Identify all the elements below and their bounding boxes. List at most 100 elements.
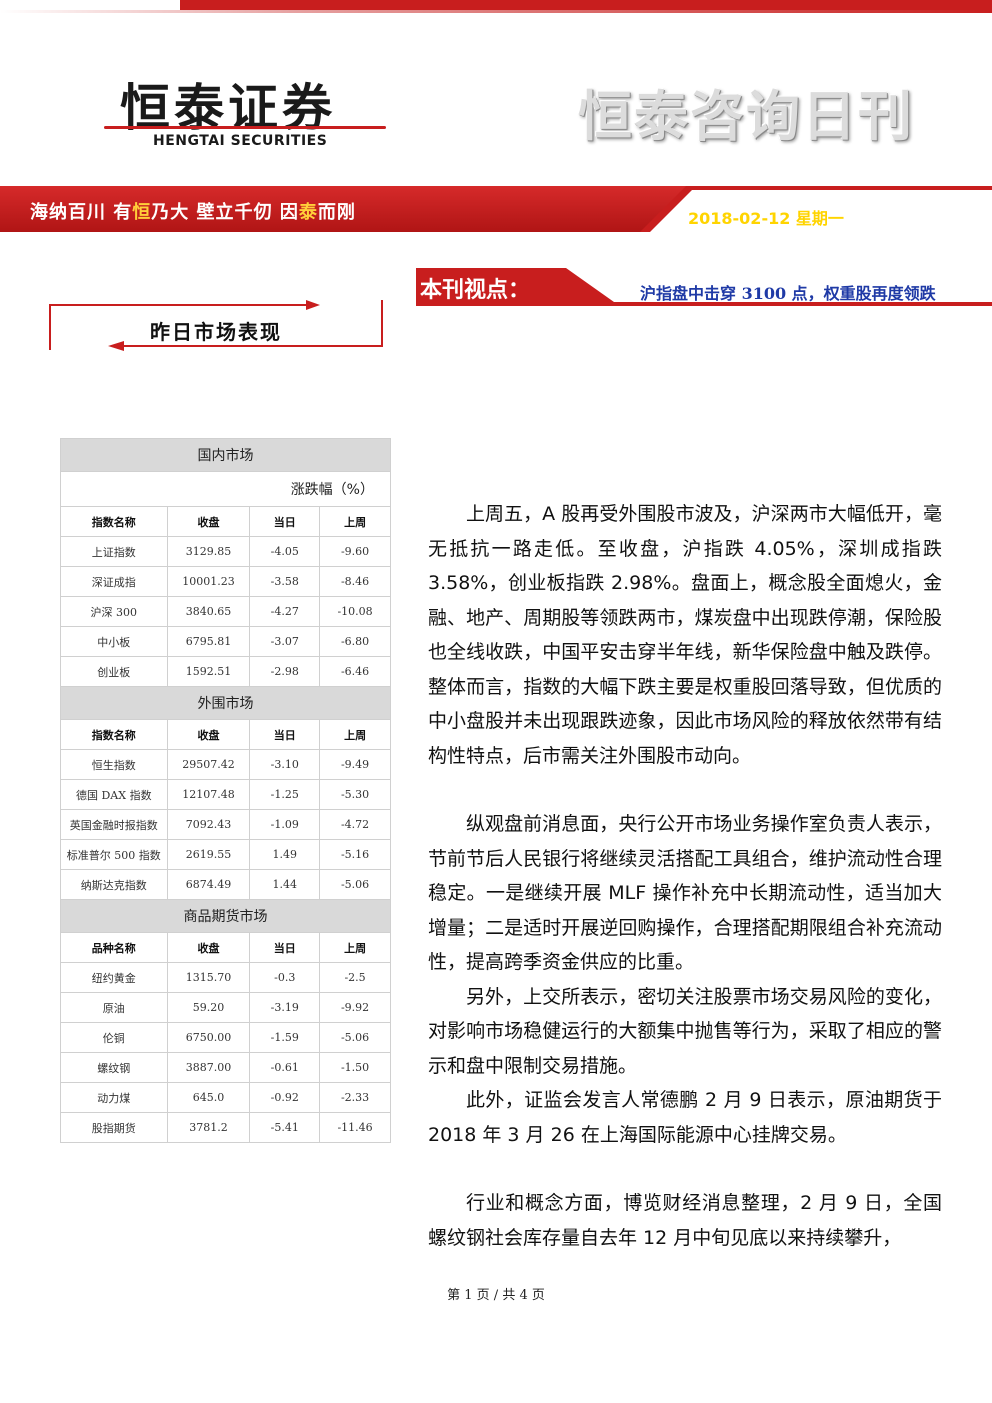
close-value: 1315.70 bbox=[166, 962, 251, 993]
close-value: 645.0 bbox=[166, 1082, 251, 1113]
issue-date: 2018-02-12 星期一 bbox=[688, 209, 844, 228]
index-name: 创业板 bbox=[60, 656, 168, 687]
commodity-name: 动力煤 bbox=[60, 1082, 168, 1113]
week-change: -5.30 bbox=[319, 779, 391, 810]
day-change: -3.07 bbox=[249, 626, 321, 657]
table-row: 德国 DAX 指数 12107.48 -1.25 -5.30 bbox=[60, 779, 391, 810]
commodity-name: 股指期货 bbox=[60, 1112, 168, 1143]
day-change: -4.05 bbox=[249, 536, 321, 567]
table-row: 恒生指数 29507.42 -3.10 -9.49 bbox=[60, 749, 391, 780]
col-header: 指数名称 bbox=[60, 506, 168, 537]
col-header: 收盘 bbox=[166, 506, 251, 537]
week-change: -1.50 bbox=[319, 1052, 391, 1083]
section-title: 昨日市场表现 bbox=[150, 320, 282, 344]
day-change: 1.44 bbox=[249, 869, 321, 900]
viewpoint-headline: 沪指盘中击穿 3100 点，权重股再度领跌 bbox=[640, 284, 936, 303]
week-change: -2.5 bbox=[319, 962, 391, 993]
close-value: 10001.23 bbox=[166, 566, 251, 597]
index-name: 中小板 bbox=[60, 626, 168, 657]
index-name: 深证成指 bbox=[60, 566, 168, 597]
day-change: -3.10 bbox=[249, 749, 321, 780]
close-value: 59.20 bbox=[166, 992, 251, 1023]
paragraph: 另外，上交所表示，密切关注股票市场交易风险的变化，对影响市场稳健运行的大额集中抛… bbox=[428, 985, 942, 1077]
index-name: 恒生指数 bbox=[60, 749, 168, 780]
foreign-market-title: 外围市场 bbox=[60, 686, 391, 720]
futures-market-title: 商品期货市场 bbox=[60, 899, 391, 933]
close-value: 3781.2 bbox=[166, 1112, 251, 1143]
table-row: 股指期货 3781.2 -5.41 -11.46 bbox=[60, 1112, 391, 1143]
close-value: 6750.00 bbox=[166, 1022, 251, 1053]
paragraph: 行业和概念方面，博览财经消息整理，2 月 9 日，全国螺纹钢社会库存量自去年 1… bbox=[428, 1192, 942, 1249]
week-change: -8.46 bbox=[319, 566, 391, 597]
index-name: 德国 DAX 指数 bbox=[60, 779, 168, 810]
close-value: 2619.55 bbox=[166, 839, 251, 870]
commodity-name: 原油 bbox=[60, 992, 168, 1023]
table-row: 纽约黄金 1315.70 -0.3 -2.5 bbox=[60, 962, 391, 993]
table-row: 螺纹钢 3887.00 -0.61 -1.50 bbox=[60, 1052, 391, 1083]
table-header-row: 指数名称 收盘 当日 上周 bbox=[60, 719, 391, 750]
week-change: -9.49 bbox=[319, 749, 391, 780]
section-title-frame bbox=[49, 300, 383, 351]
col-header: 上周 bbox=[319, 506, 391, 537]
table-row: 动力煤 645.0 -0.92 -2.33 bbox=[60, 1082, 391, 1113]
week-change: -9.92 bbox=[319, 992, 391, 1023]
day-change: -3.19 bbox=[249, 992, 321, 1023]
day-change: -2.98 bbox=[249, 656, 321, 687]
col-header: 品种名称 bbox=[60, 932, 168, 963]
col-header: 指数名称 bbox=[60, 719, 168, 750]
week-change: -6.46 bbox=[319, 656, 391, 687]
table-row: 上证指数 3129.85 -4.05 -9.60 bbox=[60, 536, 391, 567]
table-row: 英国金融时报指数 7092.43 -1.09 -4.72 bbox=[60, 809, 391, 840]
col-header: 当日 bbox=[249, 719, 321, 750]
viewpoint-label: 本刊视点： bbox=[420, 278, 531, 303]
col-header: 上周 bbox=[319, 932, 391, 963]
publication-title: 恒泰咨询日刊 bbox=[578, 85, 914, 148]
close-value: 3887.00 bbox=[166, 1052, 251, 1083]
week-change: -5.16 bbox=[319, 839, 391, 870]
week-change: -4.72 bbox=[319, 809, 391, 840]
day-change: -1.59 bbox=[249, 1022, 321, 1053]
index-name: 标准普尔 500 指数 bbox=[60, 839, 168, 870]
domestic-market-title: 国内市场 bbox=[60, 438, 391, 472]
close-value: 29507.42 bbox=[166, 749, 251, 780]
week-change: -9.60 bbox=[319, 536, 391, 567]
week-change: -10.08 bbox=[319, 596, 391, 627]
day-change: -0.3 bbox=[249, 962, 321, 993]
week-change: -2.33 bbox=[319, 1082, 391, 1113]
col-header: 收盘 bbox=[166, 932, 251, 963]
close-value: 6795.81 bbox=[166, 626, 251, 657]
col-header: 当日 bbox=[249, 506, 321, 537]
close-value: 7092.43 bbox=[166, 809, 251, 840]
company-logo: 恒泰证券 bbox=[120, 79, 336, 137]
paragraph: 此外，证监会发言人常德鹏 2 月 9 日表示，原油期货于 2018 年 3 月 … bbox=[428, 1089, 942, 1146]
day-change: -3.58 bbox=[249, 566, 321, 597]
index-name: 沪深 300 bbox=[60, 596, 168, 627]
slogan-banner bbox=[0, 186, 992, 232]
close-value: 1592.51 bbox=[166, 656, 251, 687]
table-row: 伦铜 6750.00 -1.59 -5.06 bbox=[60, 1022, 391, 1053]
table-header-row: 品种名称 收盘 当日 上周 bbox=[60, 932, 391, 963]
top-red-strip bbox=[0, 0, 992, 14]
table-row: 深证成指 10001.23 -3.58 -8.46 bbox=[60, 566, 391, 597]
close-value: 3129.85 bbox=[166, 536, 251, 567]
day-change: -0.61 bbox=[249, 1052, 321, 1083]
close-value: 3840.65 bbox=[166, 596, 251, 627]
paragraph: 纵观盘前消息面，央行公开市场业务操作室负责人表示，节前节后人民银行将继续灵活搭配… bbox=[428, 813, 942, 973]
col-header: 当日 bbox=[249, 932, 321, 963]
change-unit-label: 涨跌幅（%） bbox=[60, 471, 391, 507]
page-number: 第 1 页 / 共 4 页 bbox=[447, 1288, 545, 1303]
week-change: -5.06 bbox=[319, 1022, 391, 1053]
slogan-text: 海纳百川 有恒乃大 壁立千仞 因泰而刚 bbox=[30, 202, 356, 223]
week-change: -6.80 bbox=[319, 626, 391, 657]
day-change: 1.49 bbox=[249, 839, 321, 870]
week-change: -5.06 bbox=[319, 869, 391, 900]
viewpoint-banner bbox=[416, 268, 992, 306]
close-value: 6874.49 bbox=[166, 869, 251, 900]
table-row: 原油 59.20 -3.19 -9.92 bbox=[60, 992, 391, 1023]
market-table: 国内市场 涨跌幅（%） 指数名称 收盘 当日 上周 上证指数 3129.85 -… bbox=[60, 438, 391, 1143]
day-change: -0.92 bbox=[249, 1082, 321, 1113]
col-header: 收盘 bbox=[166, 719, 251, 750]
table-row: 标准普尔 500 指数 2619.55 1.49 -5.16 bbox=[60, 839, 391, 870]
company-logo-english: HENGTAI SECURITIES bbox=[153, 133, 328, 149]
commodity-name: 伦铜 bbox=[60, 1022, 168, 1053]
